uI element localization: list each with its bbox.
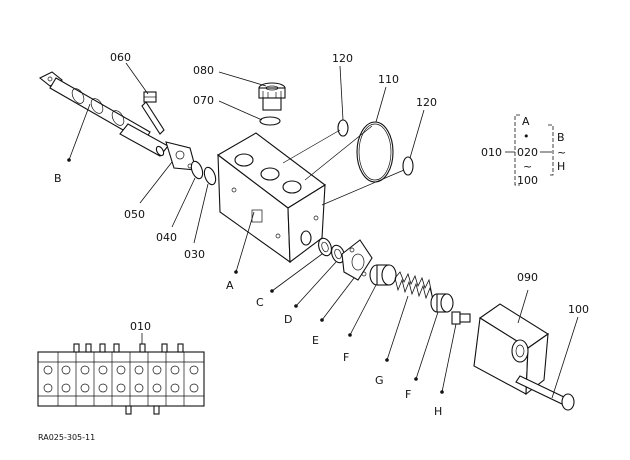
inset-spool-heads [73,343,184,415]
letter-B: B [54,172,62,185]
washer-C [318,237,332,257]
spool-lever-assembly [38,71,169,157]
letter-D: D [284,313,292,326]
o-ring-120-right [402,156,414,176]
callout-120-right: 120 [416,96,437,109]
bolt-100 [515,375,575,411]
washer-040 [190,160,204,180]
leader-lines [68,62,579,399]
legend-bullet: • [523,130,530,143]
callout-090: 090 [517,271,538,284]
letter-G: G [375,374,384,387]
flange-E [341,239,373,281]
screw-H [451,311,471,325]
o-ring-030 [203,166,217,186]
inset-sections [57,352,185,406]
letter-F1: F [343,351,349,364]
plate-050 [165,141,197,171]
legend-letter-A: A [522,115,530,128]
inset-ports [43,365,199,393]
valve-body [217,132,326,264]
bolt-060 [141,91,165,135]
callout-040: 040 [156,231,177,244]
letter-F2: F [405,388,411,401]
legend-box: 010 A • 020 ~ 100 B ~ H [481,114,566,187]
inset-callout-010: 010 [130,320,151,333]
callout-100: 100 [568,303,589,316]
callout-110: 110 [378,73,399,86]
spring-G [394,271,434,301]
o-ring-110 [356,121,394,183]
letter-C: C [256,296,264,309]
legend-letter-B: B [557,131,565,144]
poppet-F2 [430,293,454,313]
washer-D [331,244,345,264]
drawing-code: RA025-305-11 [38,433,95,442]
plug-080 [258,82,286,111]
legend-010: 010 [481,146,502,159]
letter-H: H [434,405,442,418]
legend-100: 100 [517,174,538,187]
legend-letter-H: H [557,160,565,173]
callout-060: 060 [110,51,131,64]
poppet-F [369,264,397,286]
legend-tilde-2: ~ [557,146,566,159]
leader-dots [67,158,444,394]
letter-E: E [312,334,319,347]
o-ring-120-left [337,119,349,137]
callout-120-left: 120 [332,52,353,65]
callout-070: 070 [193,94,214,107]
legend-020: 020 [517,146,538,159]
o-ring-070 [259,116,281,126]
inset-valve-stack: 010 [37,320,205,415]
callout-080: 080 [193,64,214,77]
legend-tilde-1: ~ [523,160,532,173]
callout-050: 050 [124,208,145,221]
cover-090 [473,303,549,396]
callout-030: 030 [184,248,205,261]
letter-A: A [226,279,234,292]
